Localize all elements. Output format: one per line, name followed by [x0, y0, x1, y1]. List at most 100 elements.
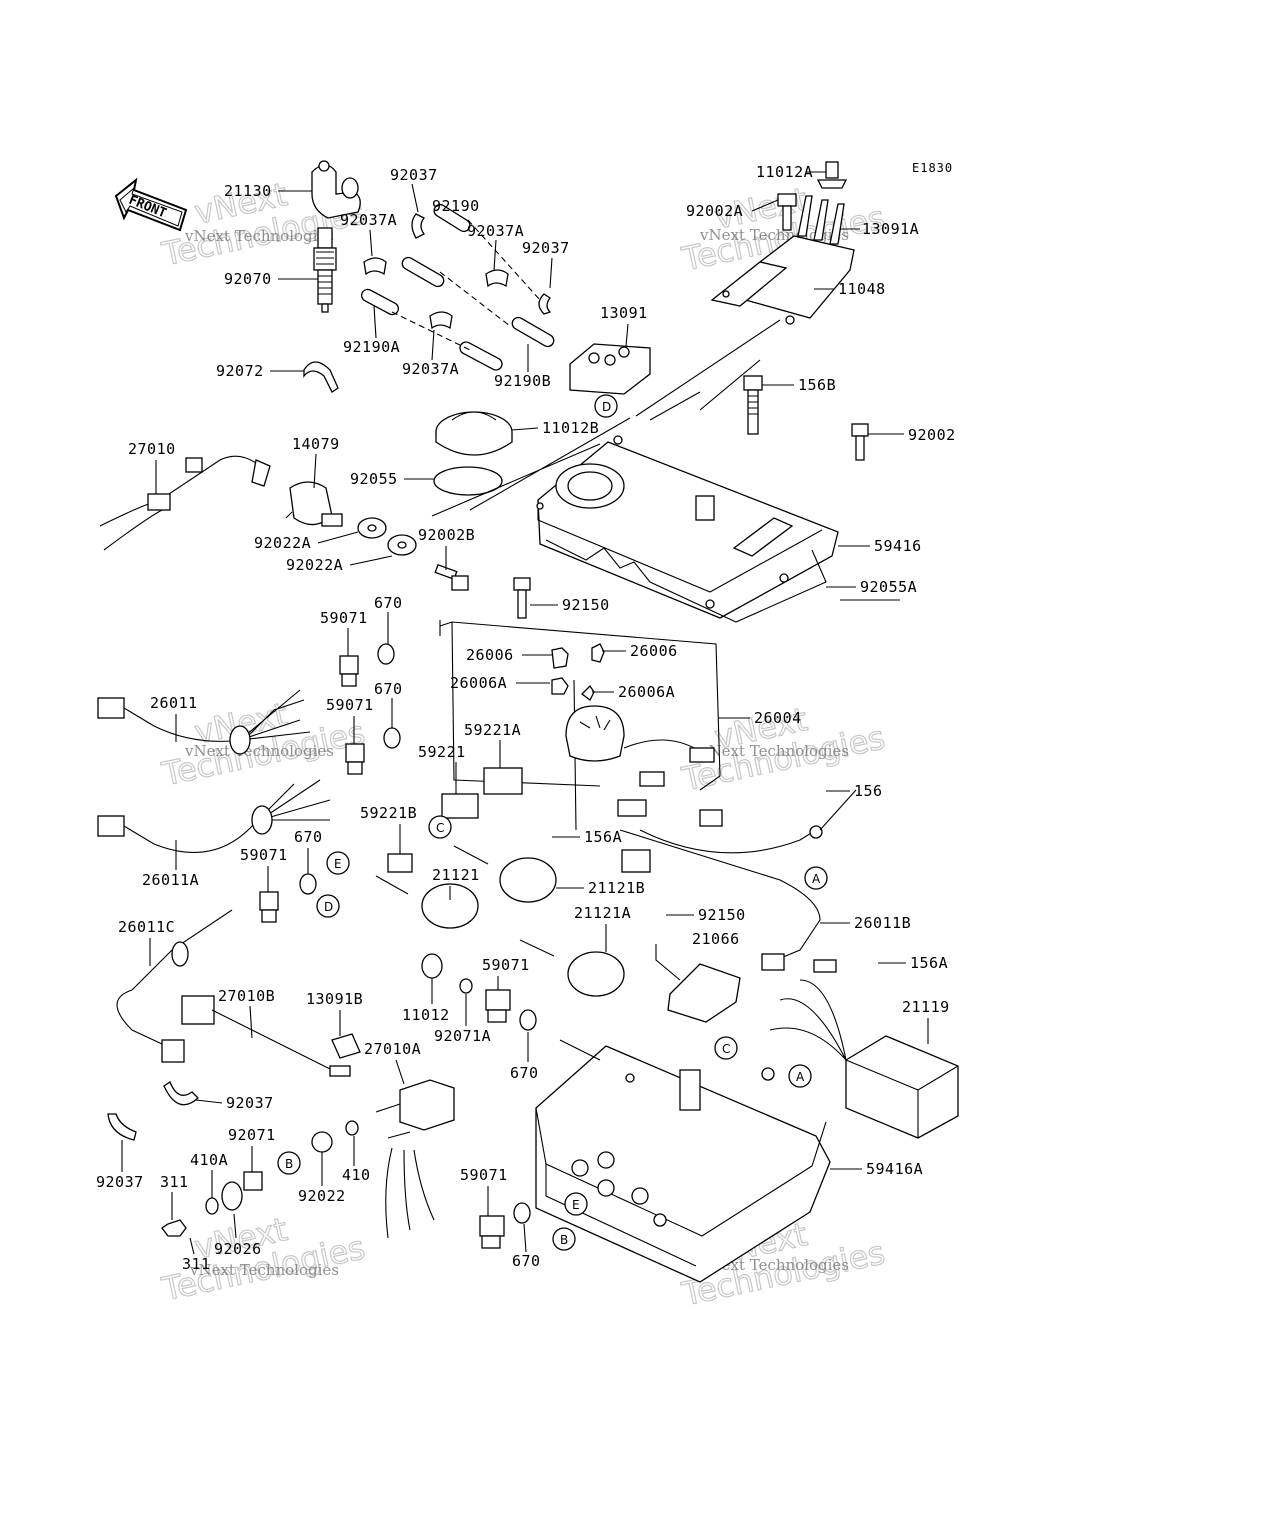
callout-92055: 92055	[350, 470, 398, 488]
ref-marker-a: A	[812, 872, 821, 886]
spark-plug-icon	[313, 227, 337, 313]
callout-11012: 11012	[402, 1006, 450, 1024]
callout-21119: 21119	[902, 998, 950, 1016]
fuse-icon	[551, 643, 605, 701]
cover-icon	[536, 435, 839, 619]
callout-92071: 92071	[228, 1126, 276, 1144]
callout-156A: 156A	[910, 954, 948, 972]
callout-26004: 26004	[754, 709, 802, 727]
callout-92150: 92150	[698, 906, 746, 924]
fuse-holder-icon	[565, 705, 715, 787]
callout-670: 670	[374, 594, 403, 612]
junction-block-icon	[569, 343, 651, 395]
callout-92037: 92037	[226, 1094, 274, 1112]
wire-harness-icon	[99, 455, 271, 551]
watermark-small: vNext Technologies	[189, 1261, 339, 1279]
callout-410A: 410A	[190, 1151, 228, 1169]
bolt-icon	[851, 423, 869, 461]
callout-26006: 26006	[630, 642, 678, 660]
callout-92190B: 92190B	[494, 372, 551, 390]
callout-59071: 59071	[326, 696, 374, 714]
callout-92190A: 92190A	[343, 338, 400, 356]
clamp-icon	[107, 1113, 137, 1141]
callout-92002A: 92002A	[686, 202, 743, 220]
callout-92037A: 92037A	[467, 222, 524, 240]
callout-92037: 92037	[522, 239, 570, 257]
callout-labels: 21130 92037 92190 92037A 92037A 92037 92…	[96, 163, 956, 1273]
ref-marker-c: C	[722, 1042, 730, 1056]
electric-case-icon	[535, 1045, 831, 1283]
callout-59221B: 59221B	[360, 804, 417, 822]
callout-92072: 92072	[216, 362, 264, 380]
hose-group-icon	[360, 203, 555, 371]
connector-icon	[387, 767, 523, 873]
ref-marker-c: C	[436, 821, 444, 835]
bracket-icon	[710, 195, 855, 325]
callout-26011C: 26011C	[118, 918, 175, 936]
ignition-coil-icon	[375, 845, 625, 997]
main-harness-icon	[617, 799, 823, 971]
callout-26011B: 26011B	[854, 914, 911, 932]
spark-plug-cap-icon	[311, 160, 361, 219]
callout-59221: 59221	[418, 743, 466, 761]
callout-21121: 21121	[432, 866, 480, 884]
callout-92037: 92037	[96, 1173, 144, 1191]
callout-11048: 11048	[838, 280, 886, 298]
callout-92055A: 92055A	[860, 578, 917, 596]
watermark-small: vNext Technologies	[699, 226, 849, 244]
callout-156: 156	[854, 782, 883, 800]
callout-21130: 21130	[224, 182, 272, 200]
pressure-switch-icon	[285, 481, 343, 527]
block-icon	[331, 1033, 361, 1059]
wire-harness-icon	[97, 689, 331, 854]
callout-92150: 92150	[562, 596, 610, 614]
callout-92026: 92026	[214, 1240, 262, 1258]
reference-markers: D C E D A C A B E B	[277, 394, 828, 1251]
callout-26006A: 26006A	[618, 683, 675, 701]
callout-670: 670	[374, 680, 403, 698]
wire-harness-icon	[116, 909, 233, 1063]
callout-92022A: 92022A	[254, 534, 311, 552]
callout-92190: 92190	[432, 197, 480, 215]
callout-92022: 92022	[298, 1187, 346, 1205]
callout-21066: 21066	[692, 930, 740, 948]
callout-59071: 59071	[482, 956, 530, 974]
ref-marker-b: B	[285, 1157, 293, 1171]
callout-59221A: 59221A	[464, 721, 521, 739]
callout-92037A: 92037A	[340, 211, 397, 229]
callout-13091: 13091	[600, 304, 648, 322]
callout-410: 410	[342, 1166, 371, 1184]
callout-27010: 27010	[128, 440, 176, 458]
callout-26006A: 26006A	[450, 674, 507, 692]
ignitor-box-icon	[761, 959, 959, 1139]
callout-26011: 26011	[150, 694, 198, 712]
bolt-icon	[434, 563, 469, 591]
plug-icon	[259, 655, 511, 1249]
regulator-icon	[667, 963, 741, 1023]
diagram-code: E1830	[912, 161, 953, 175]
watermark-small: vNext Technologies	[699, 1256, 849, 1274]
gasket-icon	[545, 539, 827, 623]
callout-59416A: 59416A	[866, 1160, 923, 1178]
watermark-small: vNext Technologies	[699, 742, 849, 760]
callout-92002: 92002	[908, 426, 956, 444]
o-ring-icon	[299, 643, 537, 1224]
callout-92037: 92037	[390, 166, 438, 184]
ref-marker-d: D	[602, 400, 611, 414]
sensor-icon	[816, 161, 848, 189]
small-parts-icon	[161, 953, 473, 1237]
filler-cap-icon	[435, 411, 513, 456]
bolt-icon	[513, 577, 531, 619]
callout-26006: 26006	[466, 646, 514, 664]
callout-21121A: 21121A	[574, 904, 631, 922]
band-icon	[303, 361, 339, 393]
switch-icon	[375, 1079, 455, 1239]
callout-311: 311	[182, 1255, 211, 1273]
callout-59416: 59416	[874, 537, 922, 555]
callout-670: 670	[294, 828, 323, 846]
callout-11012A: 11012A	[756, 163, 813, 181]
o-ring-icon	[433, 466, 503, 496]
front-arrow-icon: FRONT	[114, 177, 188, 232]
callout-11012B: 11012B	[542, 419, 599, 437]
callout-59071: 59071	[460, 1166, 508, 1184]
